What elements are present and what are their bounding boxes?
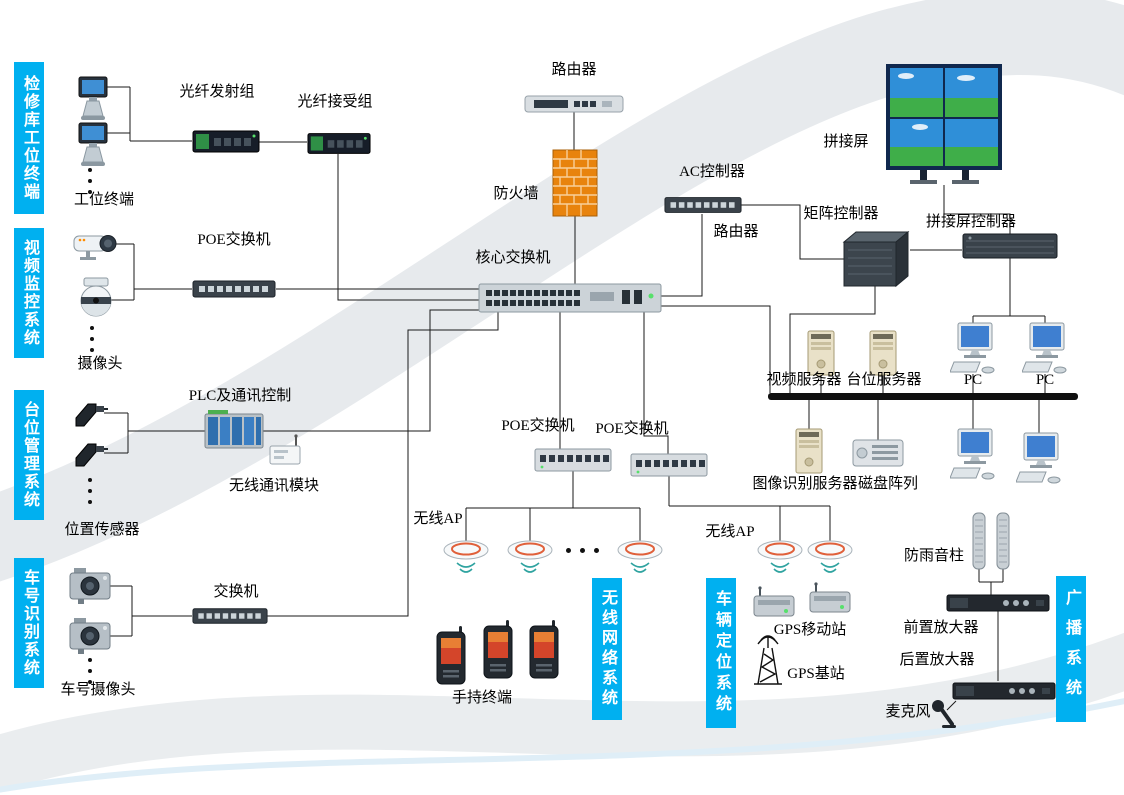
sound-column-icon — [996, 512, 1010, 570]
poe-switch-icon — [630, 448, 708, 482]
label-splice-screen: 拼接屏 — [823, 134, 869, 150]
handheld-terminal-icon — [433, 626, 469, 686]
label-core-switch: 核心交换机 — [475, 250, 551, 266]
gps-mobile-station-icon — [752, 586, 796, 620]
label-handheld-terminal: 手持终端 — [451, 690, 512, 706]
workstation-kiosk-icon — [74, 122, 112, 168]
gps-mobile-station-icon — [808, 582, 852, 616]
label-router-top: 路由器 — [551, 62, 597, 78]
workstation-kiosk-icon — [74, 76, 112, 122]
fiber-transmitter-icon — [192, 126, 260, 156]
ptz-camera-icon — [76, 276, 116, 320]
label-wireless-ap-right: 无线AP — [705, 524, 755, 540]
system-label-car-number-recognition: 车号识别系统 — [14, 558, 44, 688]
pc-icon — [1016, 432, 1062, 486]
label-disk-array: 磁盘阵列 — [857, 476, 918, 492]
label-poe-switch-2: POE交换机 — [595, 421, 669, 437]
disk-array-icon — [852, 438, 904, 468]
station-server-icon — [868, 330, 898, 376]
label-switch: 交换机 — [213, 584, 259, 600]
system-label-video-surveillance: 视频监控系统 — [14, 228, 44, 358]
splice-screen-controller-icon — [962, 232, 1058, 260]
label-rain-speaker: 防雨音柱 — [903, 548, 964, 564]
system-label-wireless-network: 无线网络系统 — [592, 578, 622, 720]
label-camera: 摄像头 — [77, 356, 123, 372]
car-camera-icon — [68, 566, 116, 606]
image-recognition-server-icon — [794, 428, 824, 474]
label-position-sensor: 位置传感器 — [64, 522, 140, 538]
label-postamplifier: 后置放大器 — [899, 652, 975, 668]
label-station-server: 台位服务器 — [846, 372, 922, 388]
label-gps-base: GPS基站 — [787, 666, 845, 682]
core-switch-icon — [478, 278, 662, 318]
label-splice-controller: 拼接屏控制器 — [925, 214, 1016, 230]
label-poe-switch-1: POE交换机 — [501, 418, 575, 434]
video-server-icon — [806, 330, 836, 376]
wireless-ap-icon — [506, 540, 554, 578]
preamplifier-icon — [946, 592, 1050, 614]
pc-icon — [1022, 322, 1068, 376]
bus-bar — [768, 393, 1078, 400]
ellipsis-vertical-icon — [88, 658, 92, 684]
label-wireless-ap-left: 无线AP — [413, 511, 463, 527]
bullet-camera-icon — [72, 228, 118, 262]
router-icon — [524, 92, 624, 116]
ellipsis-vertical-icon — [88, 478, 92, 504]
postamplifier-icon — [952, 678, 1056, 704]
label-firewall: 防火墙 — [493, 186, 539, 202]
wireless-ap-icon — [806, 540, 854, 578]
label-ac-controller: AC控制器 — [679, 164, 745, 180]
s​ound-column-icon — [972, 512, 986, 570]
fiber-receiver-icon — [307, 128, 371, 158]
ellipsis-vertical-icon — [88, 168, 92, 194]
position-sensor-icon — [72, 438, 108, 468]
wireless-ap-icon — [756, 540, 804, 578]
pc-icon — [950, 428, 996, 482]
label-workstation-terminal: 工位终端 — [73, 192, 134, 208]
label-car-camera: 车号摄像头 — [60, 682, 136, 698]
system-label-station-management: 台位管理系统 — [14, 390, 44, 520]
ac-controller-router-icon — [664, 192, 742, 218]
label-image-server: 图像识别服务器 — [752, 476, 858, 492]
plc-icon — [204, 406, 264, 454]
matrix-controller-icon — [840, 228, 910, 290]
label-fiber-receiver: 光纤接受组 — [297, 94, 373, 110]
poe-switch-icon — [192, 278, 276, 300]
label-pc: PC — [963, 372, 983, 388]
label-matrix-controller: 矩阵控制器 — [803, 206, 879, 222]
handheld-terminal-icon — [526, 620, 562, 680]
label-microphone: 麦克风 — [885, 704, 931, 720]
label-gps-mobile: GPS移动站 — [773, 622, 847, 638]
label-video-server: 视频服务器 — [766, 372, 842, 388]
ellipsis-vertical-icon — [90, 326, 94, 352]
label-preamplifier: 前置放大器 — [903, 620, 979, 636]
switch-icon — [192, 606, 268, 626]
car-camera-icon — [68, 616, 116, 656]
system-label-vehicle-positioning: 车辆定位系统 — [706, 578, 736, 728]
position-sensor-icon — [72, 398, 108, 428]
label-plc: PLC及通讯控制 — [188, 388, 292, 404]
firewall-icon — [550, 146, 600, 220]
system-label-broadcast: 广播系统 — [1056, 576, 1086, 722]
video-wall-icon — [886, 64, 1002, 186]
pc-icon — [950, 322, 996, 376]
label-fiber-transmitter: 光纤发射组 — [179, 84, 255, 100]
label-pc: PC — [1035, 372, 1055, 388]
ellipsis-horizontal-icon — [566, 548, 599, 553]
wireless-module-icon — [268, 434, 302, 466]
handheld-terminal-icon — [480, 620, 516, 680]
system-label-maintenance-terminal: 检修库工位终端 — [14, 62, 44, 214]
label-router-right: 路由器 — [713, 224, 759, 240]
wireless-ap-icon — [616, 540, 664, 578]
label-wireless-module: 无线通讯模块 — [228, 478, 319, 494]
wireless-ap-icon — [442, 540, 490, 578]
label-poe-switch-video: POE交换机 — [197, 232, 271, 248]
poe-switch-icon — [534, 443, 612, 477]
